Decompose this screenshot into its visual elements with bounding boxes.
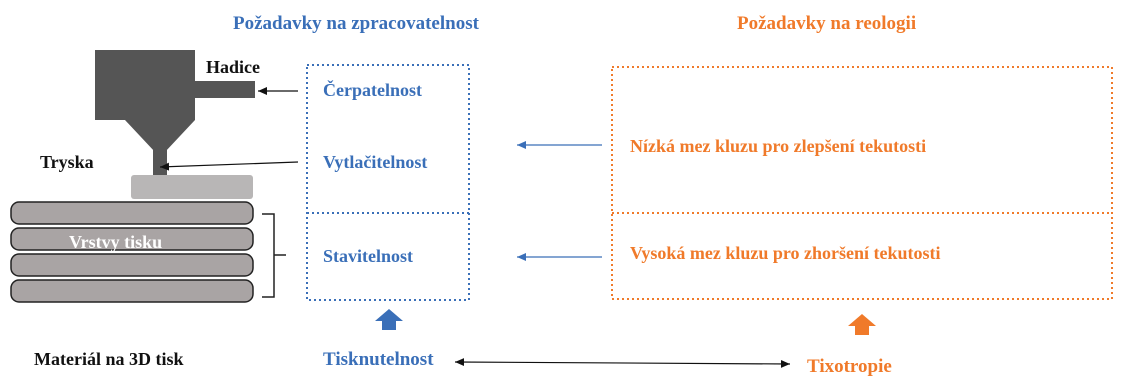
extrudability-label: Vytlačitelnost xyxy=(323,152,427,172)
hose-label: Hadice xyxy=(206,57,260,77)
printability-label: Tisknutelnost xyxy=(323,349,434,370)
printer-illustration xyxy=(95,50,255,176)
up-arrow-blue xyxy=(375,309,403,330)
layer xyxy=(10,253,254,277)
layer xyxy=(10,279,254,303)
arrow-to-nozzle xyxy=(159,161,299,171)
hose xyxy=(195,81,255,98)
layers-label: Vrstvy tisku xyxy=(69,232,162,252)
rheology-heading: Požadavky na reologii xyxy=(737,13,916,34)
double-arrow xyxy=(454,358,791,368)
nozzle xyxy=(153,150,167,176)
rheology-box xyxy=(611,66,1113,300)
processability-box xyxy=(306,64,470,301)
nozzle-label: Tryska xyxy=(40,152,94,172)
layers-bracket xyxy=(262,213,286,298)
layer xyxy=(10,201,254,225)
pumpability-label: Čerpatelnost xyxy=(323,79,422,100)
low-yield-stress-label: Nízká mez kluzu pro zlepšení tekutosti xyxy=(630,136,926,156)
print-layers xyxy=(10,201,254,303)
buildability-label: Stavitelnost xyxy=(323,246,413,266)
thixotropy-label: Tixotropie xyxy=(807,356,892,377)
hopper xyxy=(95,50,195,152)
high-yield-stress-label: Vysoká mez kluzu pro zhoršení tekutosti xyxy=(630,243,941,263)
processability-heading: Požadavky na zpracovatelnost xyxy=(233,13,480,34)
material-label: Materiál na 3D tisk xyxy=(34,349,183,369)
up-arrow-orange xyxy=(848,314,876,335)
extruded-layer xyxy=(131,175,253,199)
layer xyxy=(10,227,254,251)
